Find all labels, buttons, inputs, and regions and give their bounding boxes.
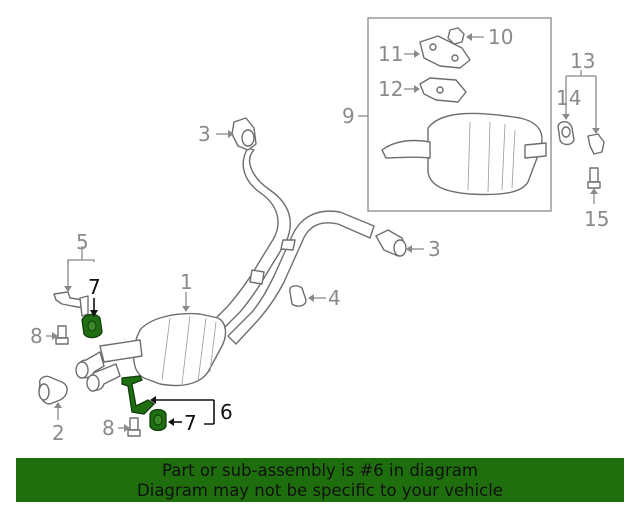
- part-15-bolt: [587, 167, 601, 189]
- front-muffler: [75, 312, 227, 392]
- callout-11: 11: [378, 42, 403, 66]
- part-4-hanger: [289, 285, 307, 307]
- part-14-isolator: [557, 121, 575, 146]
- main-exhaust-pipe: [203, 147, 375, 345]
- callout-3-upper: 3: [198, 122, 211, 146]
- part-5-bracket: [53, 291, 89, 317]
- part-2-clamp: [38, 375, 68, 405]
- callout-8-lower: 8: [102, 416, 115, 440]
- part-7-isolator-upper-highlighted: [81, 313, 103, 339]
- part-8-bolt-upper: [55, 325, 69, 345]
- banner-line-1: Part or sub-assembly is #6 in diagram: [162, 461, 478, 480]
- muffler-inset-box: [367, 17, 552, 212]
- callout-12: 12: [378, 77, 403, 101]
- part-3-clamp-upper: [231, 117, 257, 151]
- callout-10: 10: [488, 25, 513, 49]
- callout-5: 5: [76, 230, 89, 254]
- part-3-clamp-right: [375, 229, 407, 257]
- part-12-bracket: [419, 77, 467, 103]
- callout-3-right: 3: [428, 237, 441, 261]
- part-7-isolator-lower-highlighted: [149, 408, 167, 432]
- callout-14: 14: [556, 86, 581, 110]
- part-13-clip: [587, 133, 605, 155]
- callout-9: 9: [342, 104, 355, 128]
- callout-6: 6: [220, 400, 233, 424]
- part-11-bracket: [419, 35, 471, 69]
- exhaust-system-diagram: 1 2 3 3 4 5 6 7 7 8 8 9 10 11 12 13 14 1…: [30, 17, 609, 445]
- callout-4: 4: [328, 286, 341, 310]
- callout-8-upper: 8: [30, 324, 43, 348]
- callout-7-lower: 7: [184, 411, 197, 435]
- callout-1: 1: [180, 270, 193, 294]
- callout-13: 13: [570, 49, 595, 73]
- banner-line-2: Diagram may not be specific to your vehi…: [137, 481, 503, 500]
- callout-7-upper: 7: [88, 275, 101, 299]
- leader-lines: [46, 33, 600, 432]
- callout-15: 15: [584, 207, 609, 231]
- part-10-nut: [447, 27, 465, 45]
- part-6-bracket-highlighted: [121, 375, 156, 415]
- rear-muffler: [381, 112, 547, 196]
- part-8-bolt-lower: [127, 417, 141, 437]
- diagram-notice-banner: Part or sub-assembly is #6 in diagram Di…: [16, 458, 624, 502]
- callout-2: 2: [52, 421, 65, 445]
